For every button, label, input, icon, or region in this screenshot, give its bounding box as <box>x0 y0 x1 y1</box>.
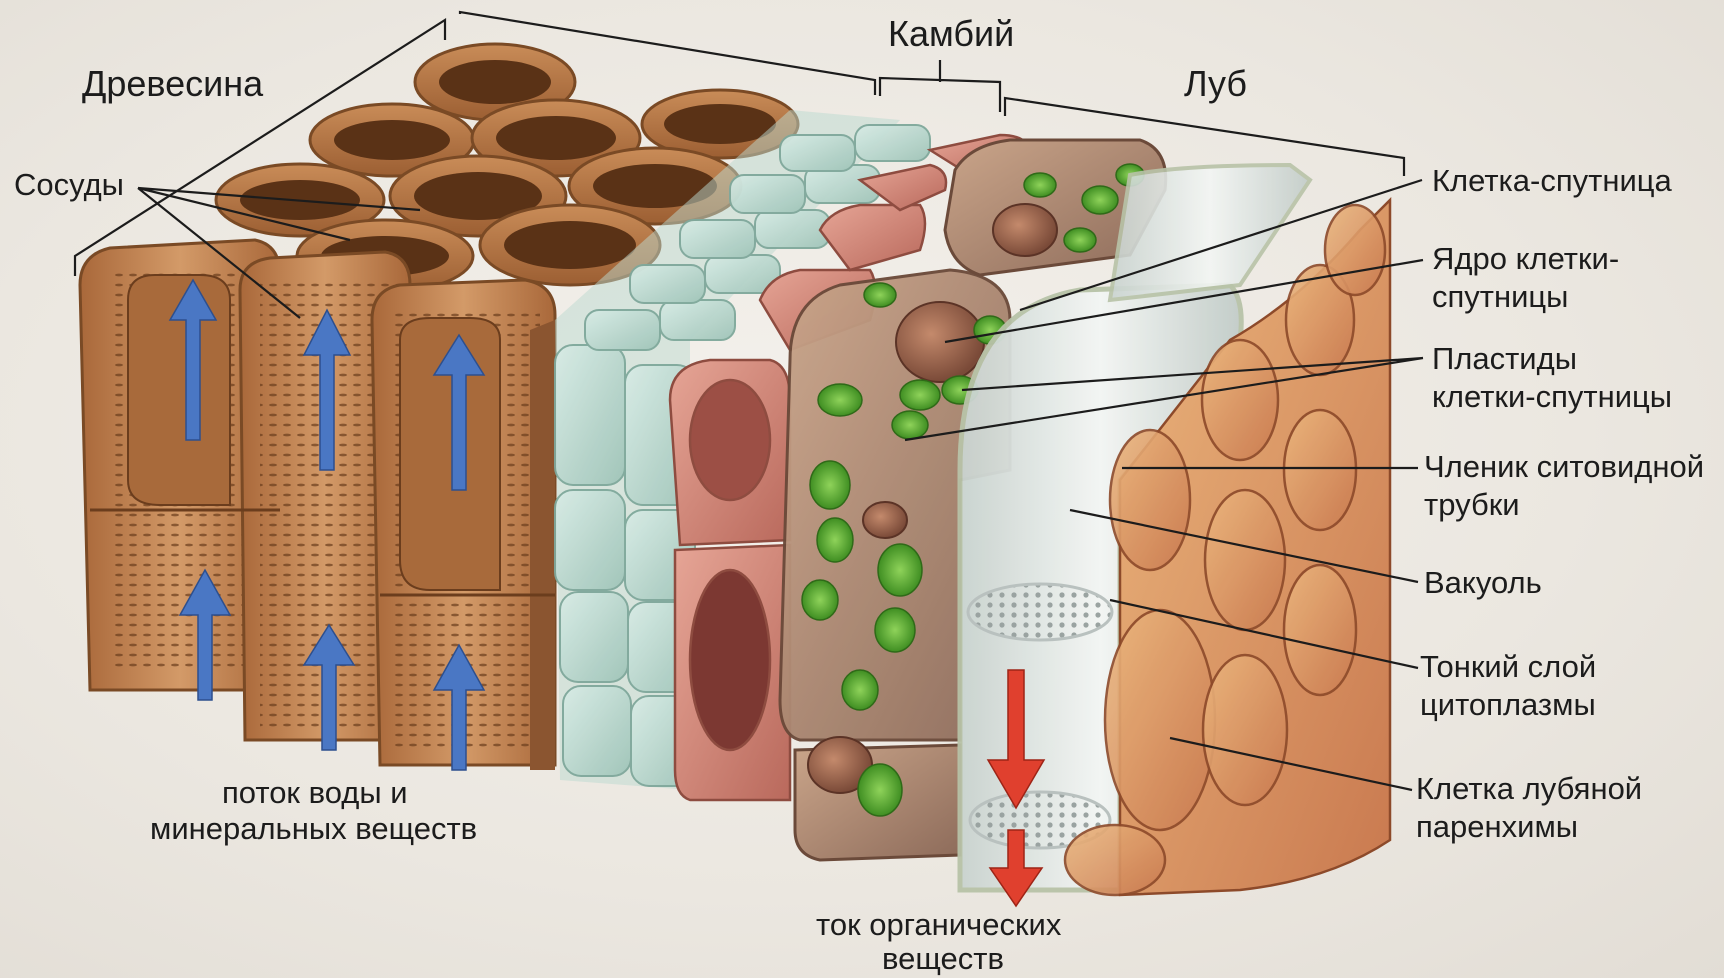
label-vessels: Сосуды <box>14 166 124 203</box>
label-sieve-tube-2: трубки <box>1424 486 1520 523</box>
label-cytoplasm-1: Тонкий слой <box>1420 648 1596 685</box>
cambium-bracket <box>880 60 1000 112</box>
label-sieve-tube-1: Членик ситовидной <box>1424 448 1704 485</box>
label-vacuole: Вакуоль <box>1424 564 1542 601</box>
label-parenchyma-1: Клетка лубяной <box>1416 770 1642 807</box>
label-water-flow-1: поток воды и <box>222 774 408 811</box>
label-companion-nucleus-1: Ядро клетки- <box>1432 240 1619 277</box>
label-parenchyma-2: паренхимы <box>1416 808 1578 845</box>
label-cytoplasm-2: цитоплазмы <box>1420 686 1596 723</box>
label-companion-nucleus-2: спутницы <box>1432 278 1568 315</box>
label-companion-cell: Клетка-спутница <box>1432 162 1672 199</box>
label-companion-plastids-1: Пластиды <box>1432 340 1577 377</box>
label-water-flow-2: минеральных веществ <box>150 810 477 847</box>
label-organic-flow-1: ток органических <box>816 906 1061 943</box>
header-phloem: Луб <box>1184 62 1247 105</box>
label-companion-plastids-2: клетки-спутницы <box>1432 378 1672 415</box>
label-organic-flow-2: веществ <box>882 940 1004 977</box>
header-wood: Древесина <box>82 62 263 105</box>
header-cambium: Камбий <box>888 12 1014 55</box>
